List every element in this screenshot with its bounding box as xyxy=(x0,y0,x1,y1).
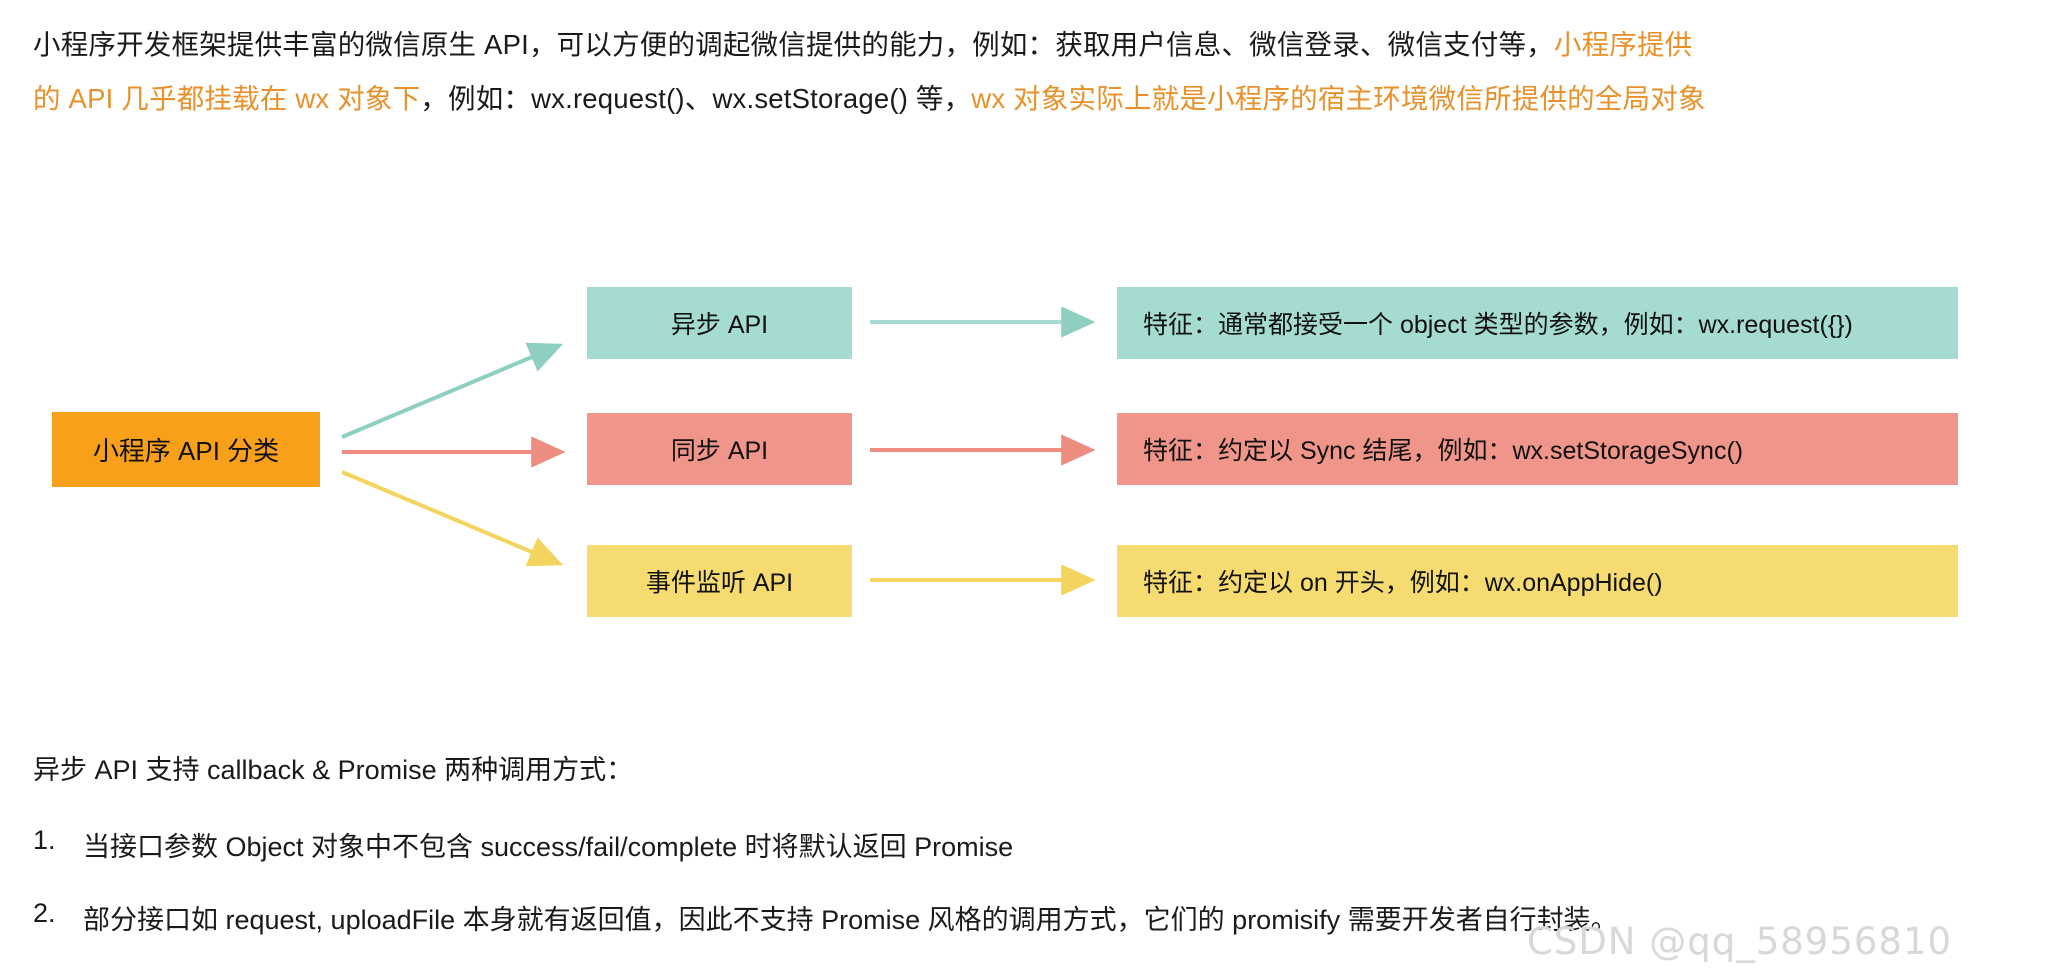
csdn-watermark: CSDN @qq_58956810 xyxy=(1527,920,1953,963)
intro-line-2: 的 API 几乎都挂载在 wx 对象下，例如：wx.request()、wx.s… xyxy=(33,72,2023,126)
node-description-event[interactable]: 特征：约定以 on 开头，例如：wx.onAppHide() xyxy=(1117,545,1958,617)
node-category-event-label: 事件监听 API xyxy=(645,569,794,597)
node-api-classification-root[interactable]: 小程序 API 分类 xyxy=(52,412,320,487)
list-item: 1. 当接口参数 Object 对象中不包含 success/fail/comp… xyxy=(33,825,2023,864)
intro-line-2-highlight-a: 的 API 几乎都挂载在 wx 对象下 xyxy=(33,83,421,114)
node-root-label: 小程序 API 分类 xyxy=(92,436,280,466)
arrow-root-to-async xyxy=(341,342,564,439)
bottom-text-block: 异步 API 支持 callback & Promise 两种调用方式： 1. … xyxy=(33,748,2023,971)
arrow-root-to-event xyxy=(341,470,564,567)
intro-line-2-highlight-b: wx 对象实际上就是小程序的宿主环境微信所提供的全局对象 xyxy=(971,83,1706,114)
node-category-async-label: 异步 API xyxy=(670,311,769,339)
bottom-lead-text: 异步 API 支持 callback & Promise 两种调用方式： xyxy=(33,755,634,785)
list-item-1-marker: 1. xyxy=(33,825,56,855)
intro-line-2-plain: ，例如：wx.request()、wx.setStorage() 等， xyxy=(420,83,972,114)
node-description-sync-text: 特征：约定以 Sync 结尾，例如：wx.setStorageSync() xyxy=(1143,437,1744,465)
list-item-2-text: 部分接口如 request, uploadFile 本身就有返回值，因此不支持 … xyxy=(83,905,1618,935)
intro-line-1-plain: 小程序开发框架提供丰富的微信原生 API，可以方便的调起微信提供的能力，例如：获… xyxy=(33,29,1554,60)
node-description-sync[interactable]: 特征：约定以 Sync 结尾，例如：wx.setStorageSync() xyxy=(1117,413,1958,485)
node-category-async[interactable]: 异步 API xyxy=(587,287,852,359)
intro-paragraph: 小程序开发框架提供丰富的微信原生 API，可以方便的调起微信提供的能力，例如：获… xyxy=(33,18,2023,126)
node-description-async[interactable]: 特征：通常都接受一个 object 类型的参数，例如：wx.request({}… xyxy=(1117,287,1958,359)
list-item: 2. 部分接口如 request, uploadFile 本身就有返回值，因此不… xyxy=(33,898,2023,937)
node-category-sync-label: 同步 API xyxy=(670,437,769,465)
list-item-1-text: 当接口参数 Object 对象中不包含 success/fail/complet… xyxy=(83,832,1014,862)
intro-line-1-highlight: 小程序提供 xyxy=(1553,29,1693,60)
list-item-2-marker: 2. xyxy=(33,898,56,928)
node-category-sync[interactable]: 同步 API xyxy=(587,413,852,485)
node-description-async-text: 特征：通常都接受一个 object 类型的参数，例如：wx.request({}… xyxy=(1143,311,1853,339)
node-description-event-text: 特征：约定以 on 开头，例如：wx.onAppHide() xyxy=(1143,569,1663,597)
node-category-event[interactable]: 事件监听 API xyxy=(587,545,852,617)
intro-line-1: 小程序开发框架提供丰富的微信原生 API，可以方便的调起微信提供的能力，例如：获… xyxy=(33,18,2023,72)
